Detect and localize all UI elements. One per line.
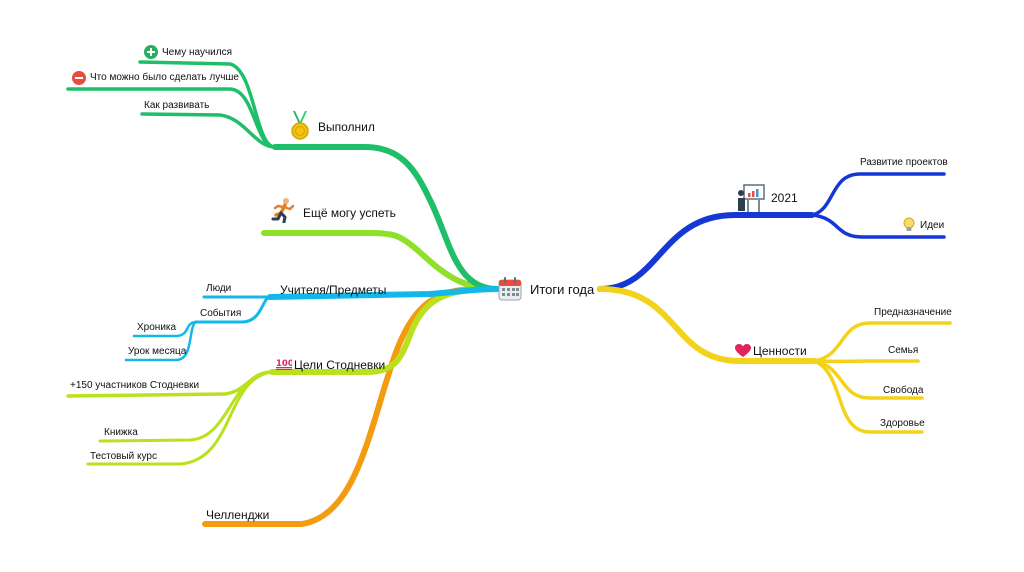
branch-can-do-lines (261, 230, 500, 292)
values-child-purpose[interactable]: Предназначение (874, 307, 952, 318)
plus-circle-icon (144, 45, 158, 59)
medal-icon (290, 111, 310, 141)
connector-done-better (66, 87, 277, 149)
teachers-child-people[interactable]: Люди (206, 283, 232, 294)
branch-done-label[interactable]: Выполнил (318, 120, 375, 134)
branch-year-lines (597, 172, 946, 292)
goals-child-course[interactable]: Тестовый курс (90, 451, 157, 462)
goals-child-participants[interactable]: +150 участников Стодневки (70, 380, 200, 391)
connector-values (597, 286, 818, 364)
year-child-ideas[interactable]: Идеи (920, 220, 945, 231)
central-topic-label[interactable]: Итоги года (530, 282, 595, 297)
connector-teachers-lesson (124, 320, 198, 362)
connector-values-purpose (813, 321, 952, 363)
connector-year-projects (810, 172, 946, 217)
connector-done-develop (140, 112, 277, 149)
connector-challenges (202, 285, 500, 527)
calendar-icon (497, 276, 523, 302)
teachers-child-lesson[interactable]: Урок месяца (128, 346, 187, 357)
teachers-child-events[interactable]: События (200, 308, 242, 319)
connector-goals-course (86, 370, 274, 466)
connector-values-freedom (813, 359, 924, 400)
presentation-chart-icon (736, 183, 766, 213)
connector-can-do (261, 230, 500, 292)
branch-challenges-lines (202, 285, 500, 527)
branch-teachers-label[interactable]: Учителя/Предметы (280, 283, 387, 297)
done-child-learned[interactable]: Чему научился (162, 47, 233, 58)
svg-text:100: 100 (276, 359, 292, 369)
values-child-family[interactable]: Семья (888, 345, 919, 356)
year-child-projects[interactable]: Развитие проектов (860, 157, 948, 168)
branch-challenges-label[interactable]: Челленджи (206, 508, 270, 522)
lightbulb-icon (902, 217, 916, 233)
connector-year (597, 212, 815, 292)
done-child-better[interactable]: Что можно было сделать лучше (90, 72, 239, 83)
branch-can-do-label[interactable]: Ещё могу успеть (303, 206, 396, 220)
connector-year-ideas (810, 213, 946, 239)
values-child-health[interactable]: Здоровье (880, 418, 925, 429)
teachers-child-chronicle[interactable]: Хроника (137, 322, 177, 333)
connector-teachers-chronicle (132, 320, 198, 338)
goals-child-book[interactable]: Книжка (104, 427, 138, 438)
connector-teachers (267, 286, 500, 300)
connector-values-health (813, 359, 924, 434)
branch-values-label[interactable]: Ценности (753, 344, 807, 358)
done-child-develop[interactable]: Как развивать (144, 100, 210, 111)
heart-icon (735, 344, 751, 358)
branch-done-lines (66, 60, 500, 292)
connector-done (272, 144, 500, 292)
connector-teachers-events (194, 295, 272, 324)
minus-circle-icon (72, 71, 86, 85)
branch-year-label[interactable]: 2021 (771, 191, 798, 205)
hundred-points-icon: 100 (276, 356, 294, 370)
runner-icon (270, 197, 296, 224)
values-child-freedom[interactable]: Свобода (883, 385, 924, 396)
branch-teachers-lines (124, 286, 500, 362)
branch-values-lines (597, 286, 952, 434)
branch-goals-label[interactable]: Цели Стодневки (294, 358, 386, 372)
